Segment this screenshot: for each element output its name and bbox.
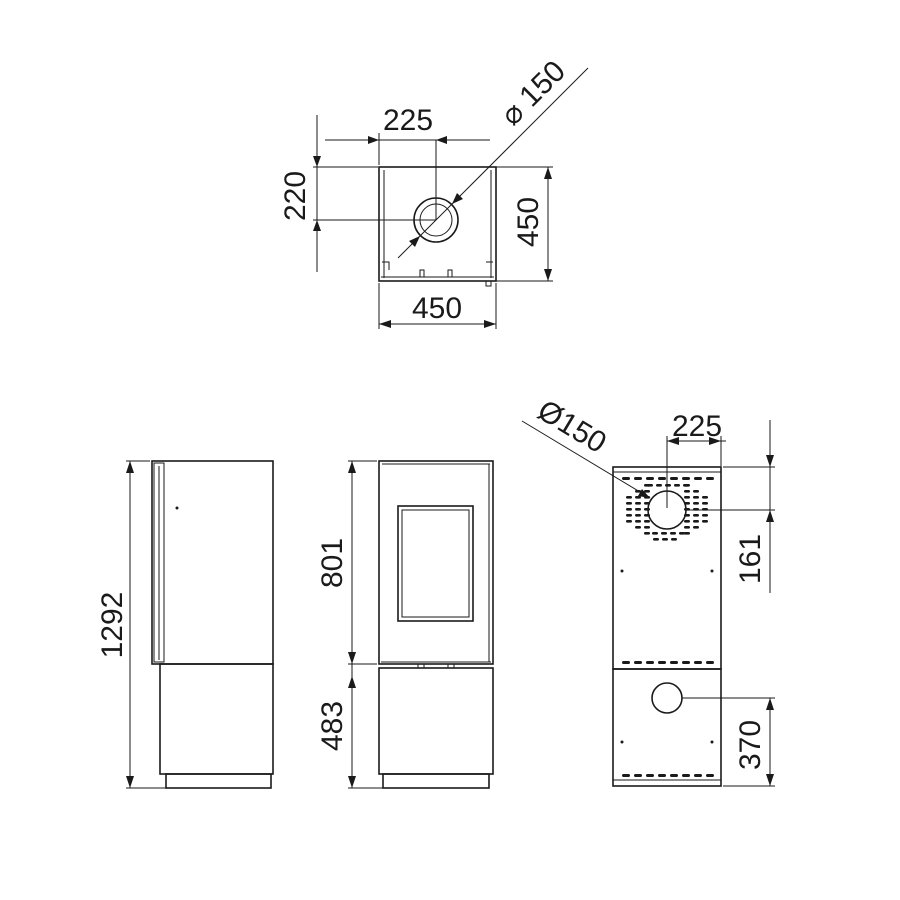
vent-slot — [693, 496, 699, 499]
vent-slot — [693, 514, 699, 517]
top-width-label: 450 — [412, 292, 462, 325]
vent-slot — [706, 477, 714, 480]
vent-slot — [658, 477, 666, 480]
front-glass-window — [397, 505, 474, 622]
vent-slot — [646, 661, 654, 664]
vent-slot — [662, 538, 668, 541]
vent-slot — [693, 520, 699, 523]
vent-slot — [694, 477, 702, 480]
vent-slot — [658, 774, 666, 777]
vent-slot — [693, 490, 699, 493]
front-plinth — [382, 773, 490, 789]
vent-slot — [644, 526, 650, 529]
front-lower-height-label: 483 — [316, 701, 349, 751]
rear-top-vent-slots — [622, 477, 714, 480]
vent-slot — [634, 477, 642, 480]
vent-slot — [684, 526, 690, 529]
vent-slot — [653, 538, 659, 541]
front-upper-body — [378, 460, 494, 665]
vent-slot — [679, 532, 685, 535]
vent-slot — [670, 532, 676, 535]
vent-slot — [706, 661, 714, 664]
vent-slot — [626, 514, 632, 517]
vent-slot — [706, 774, 714, 777]
rear-view: 225 Ø150 161 370 — [521, 394, 775, 787]
vent-slot — [682, 774, 690, 777]
vent-slot — [694, 774, 702, 777]
top-flue-offset-y-label: 220 — [279, 171, 312, 221]
vent-slot — [661, 532, 667, 535]
vent-slot — [656, 484, 662, 487]
vent-slot — [626, 520, 632, 523]
top-flue-diameter-label: ⌀ 150 — [495, 55, 572, 132]
side-lower-body — [159, 663, 274, 775]
vent-slot — [683, 484, 689, 487]
vent-slot — [644, 532, 650, 535]
rear-top-flue-offset-label: 161 — [734, 534, 767, 584]
vent-slot — [670, 661, 678, 664]
vent-slot — [646, 774, 654, 777]
vent-slot — [694, 661, 702, 664]
top-depth-label: 450 — [512, 197, 545, 247]
vent-slot — [684, 490, 690, 493]
vent-slot — [622, 774, 630, 777]
vent-slot — [670, 774, 678, 777]
side-view: 1292 — [96, 460, 274, 789]
vent-slot — [671, 538, 677, 541]
front-upper-height-label: 801 — [316, 538, 349, 588]
vent-slot — [626, 496, 632, 499]
vent-slot — [626, 502, 632, 505]
vent-slot — [635, 526, 641, 529]
vent-slot — [635, 508, 641, 511]
vent-slot — [652, 532, 658, 535]
vent-slot — [702, 502, 708, 505]
vent-slot — [626, 508, 632, 511]
rear-bottom-vent-slots — [622, 774, 714, 777]
rear-lower-panel — [612, 668, 722, 787]
front-lower-body — [378, 667, 494, 775]
side-total-height-label: 1292 — [96, 592, 129, 659]
vent-slot — [644, 490, 650, 493]
rear-bottom-inlet-height-label: 370 — [734, 720, 767, 770]
vent-slot — [684, 496, 690, 499]
vent-slot — [644, 508, 650, 511]
top-flue-offset-x-label: 225 — [383, 104, 433, 137]
top-view: 225 220 450 450 ⌀ 150 — [279, 55, 589, 329]
rear-flue-diameter-label: Ø150 — [532, 394, 612, 460]
vent-slot — [682, 661, 690, 664]
vent-slot — [702, 514, 708, 517]
top-view-outline — [378, 166, 497, 282]
side-plinth — [165, 773, 272, 789]
vent-slot — [644, 520, 650, 523]
vent-slot — [702, 520, 708, 523]
vent-slot — [665, 484, 671, 487]
vent-slot — [635, 514, 641, 517]
front-view: 801 483 — [316, 460, 494, 789]
vent-slot — [635, 496, 641, 499]
rear-flue-offset-x-label: 225 — [672, 410, 722, 443]
vent-slot — [670, 477, 678, 480]
vent-slot — [684, 532, 690, 535]
vent-slot — [622, 661, 630, 664]
vent-slot — [684, 520, 690, 523]
vent-slot — [693, 526, 699, 529]
vent-slot — [674, 484, 680, 487]
vent-slot — [658, 661, 666, 664]
vent-slot — [682, 477, 690, 480]
vent-slot — [693, 502, 699, 505]
rear-middle-vent-slots — [622, 661, 714, 664]
vent-slot — [702, 496, 708, 499]
vent-slot — [635, 520, 641, 523]
vent-slot — [634, 661, 642, 664]
vent-slot — [622, 477, 630, 480]
vent-slot — [634, 774, 642, 777]
vent-slot — [646, 477, 654, 480]
vent-slot — [647, 484, 653, 487]
side-door-edge — [153, 462, 165, 663]
side-upper-body — [151, 460, 274, 665]
rear-air-inlet — [651, 682, 683, 714]
vent-slot — [635, 502, 641, 505]
